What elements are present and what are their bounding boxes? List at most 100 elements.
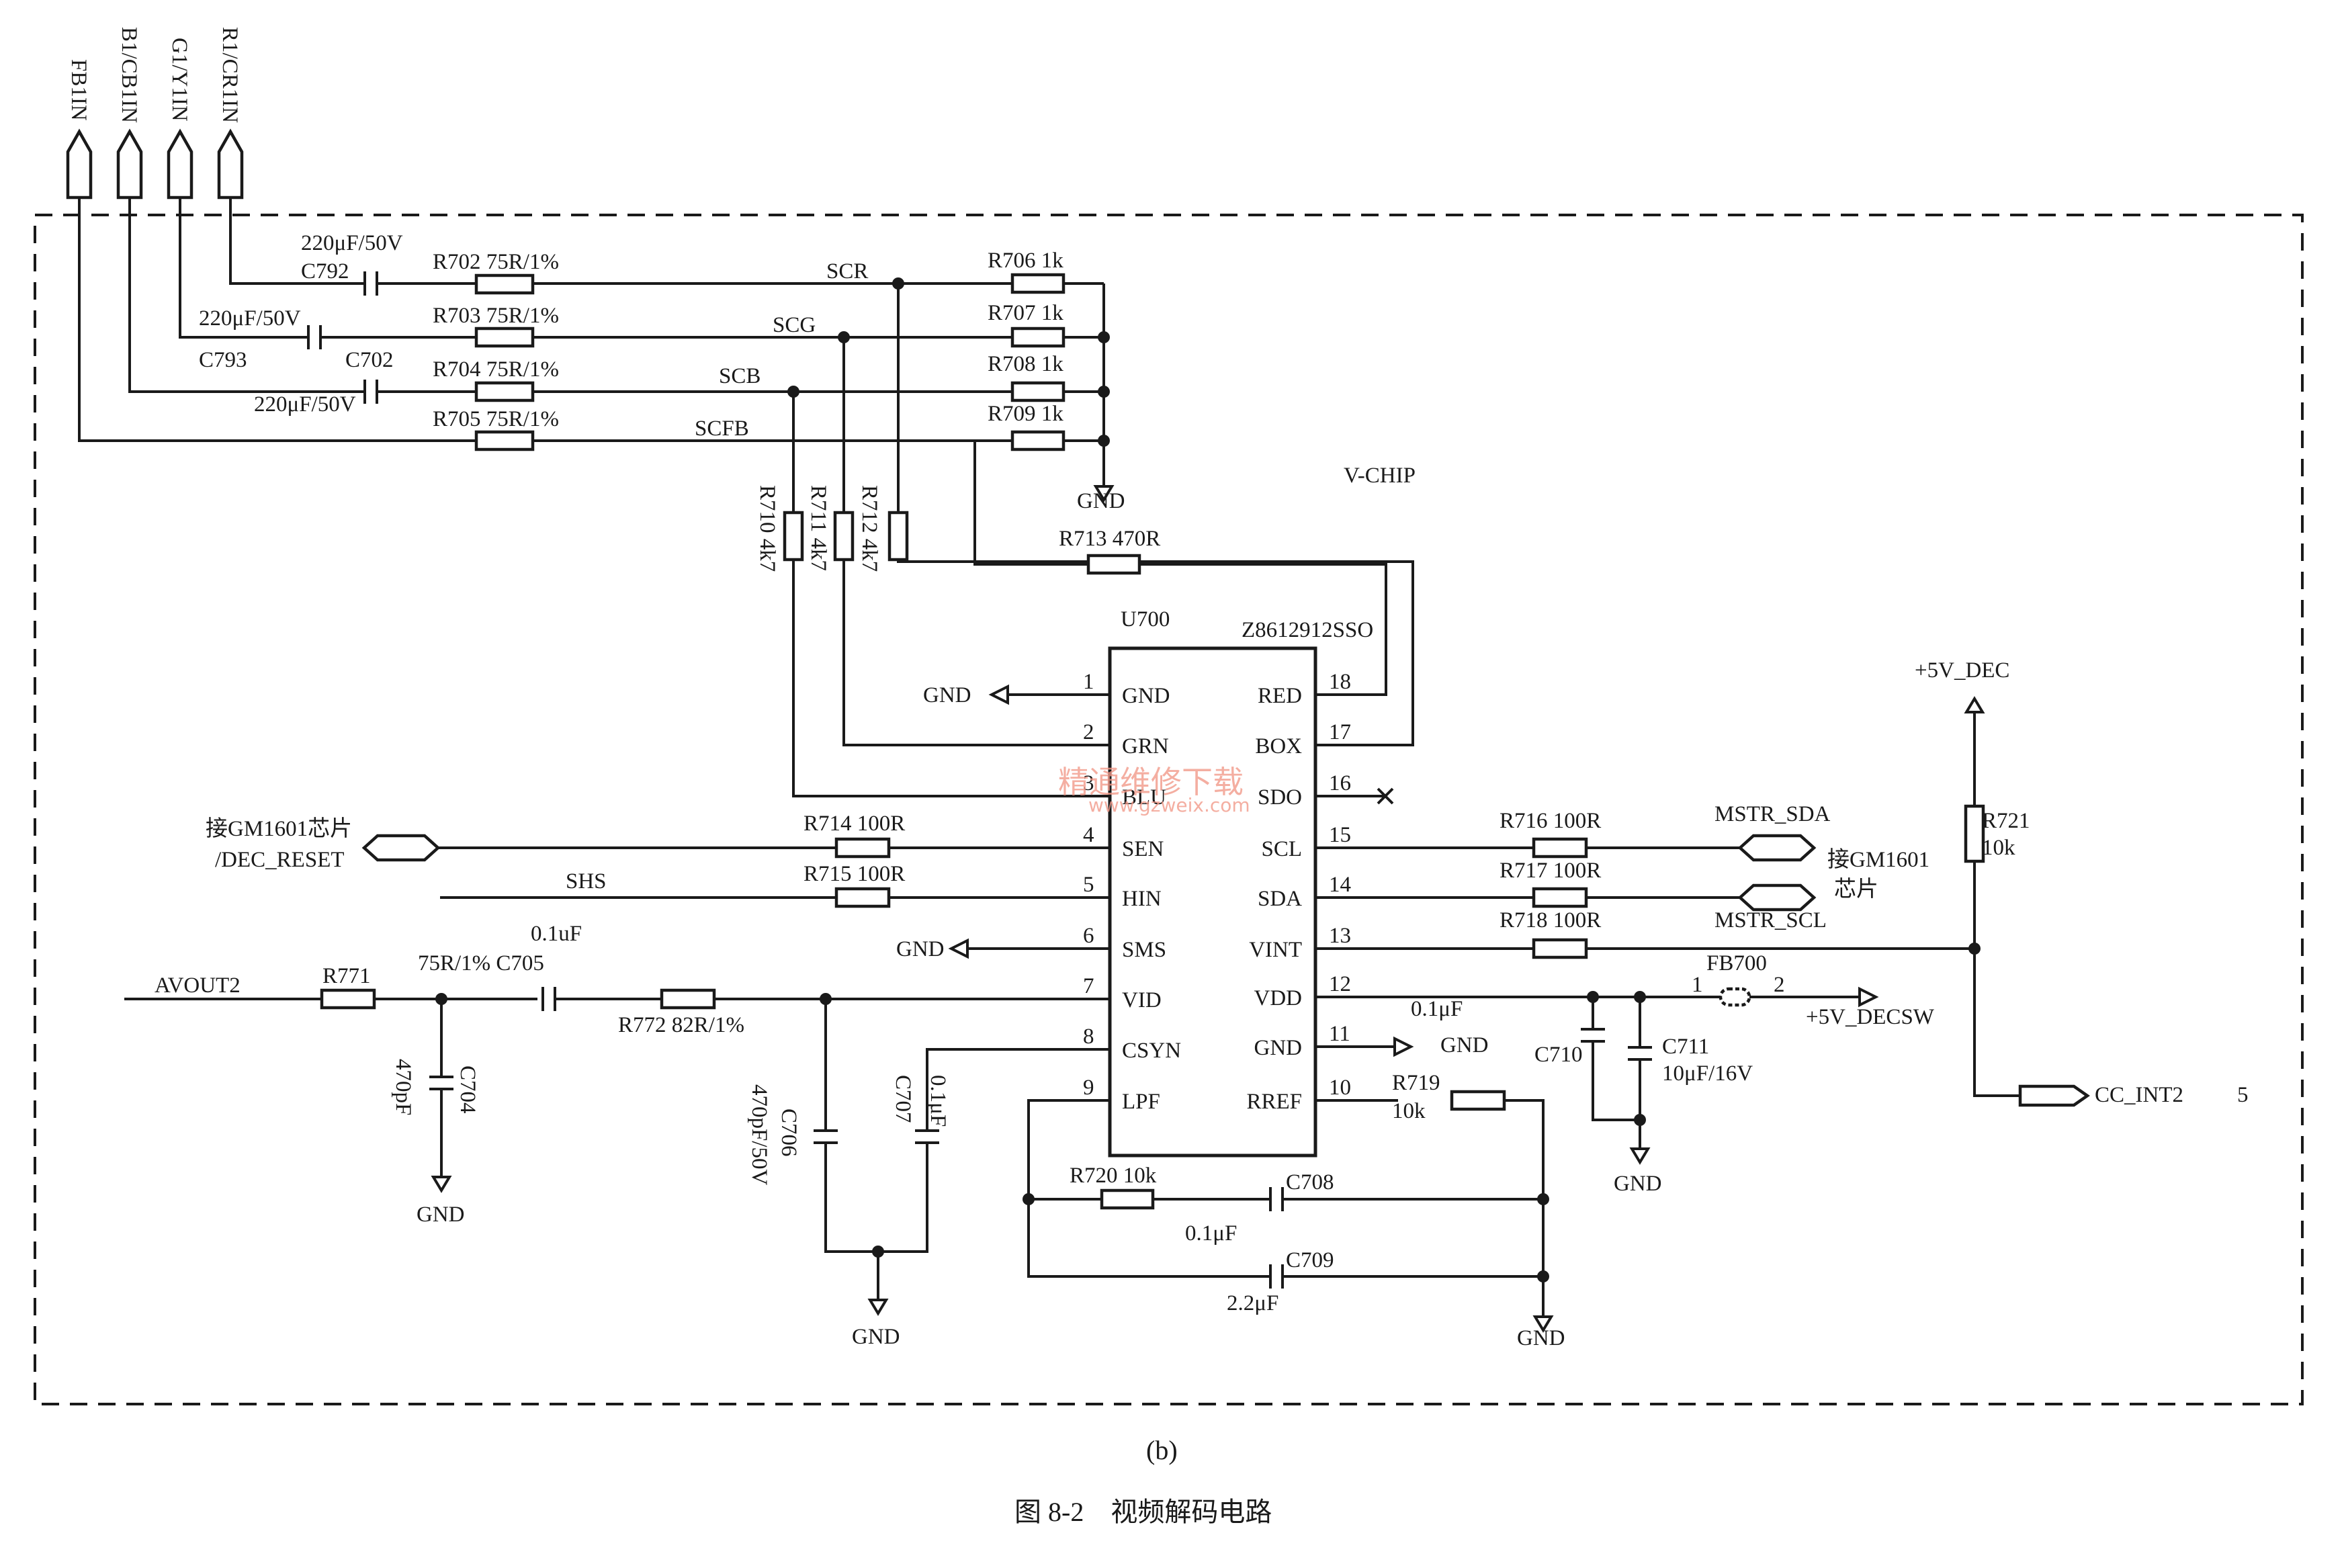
net-shs: SHS — [566, 869, 607, 894]
label-c707-val: 0.1μF — [926, 1075, 950, 1127]
cap-c709 — [1269, 1264, 1284, 1289]
label-c705-ref: 75R/1% C705 — [418, 951, 544, 975]
watermark-url: www.gzweix.com — [1088, 794, 1250, 816]
input-connectors: FB1IN B1/CB1IN G1/Y1IN R1/CR1IN — [66, 27, 244, 200]
label-r721-val: 10k — [1982, 836, 2015, 860]
svg-text:RED: RED — [1258, 684, 1302, 708]
net-gnd-pin1: GND — [923, 683, 971, 707]
gnd-arrow-c711 — [1629, 1147, 1651, 1165]
res-r703 — [474, 326, 535, 348]
label-r712: R712 4k7 — [857, 485, 881, 572]
svg-text:14: 14 — [1329, 873, 1351, 897]
svg-text:RREF: RREF — [1246, 1090, 1302, 1114]
res-r708 — [1010, 381, 1066, 402]
svg-text:HIN: HIN — [1122, 887, 1162, 911]
gnd-arrow-pin6 — [948, 938, 1038, 959]
ferrite-fb700 — [1719, 987, 1751, 1007]
label-r717: R717 100R — [1500, 859, 1601, 883]
svg-text:GND: GND — [1254, 1036, 1303, 1060]
svg-text:SDA: SDA — [1258, 887, 1302, 911]
cap-c702 — [363, 380, 378, 404]
svg-text:4: 4 — [1083, 823, 1094, 847]
gnd-arrow-top — [1093, 474, 1115, 503]
label-c710-val: 0.1μF — [1411, 997, 1463, 1021]
label-r771: R771 — [322, 964, 371, 988]
svg-text:3: 3 — [1083, 771, 1094, 795]
gnd-arrow-pin11 — [1393, 1036, 1414, 1057]
net-gm-note-2: 芯片 — [1834, 877, 1878, 902]
label-c793-ref: C793 — [199, 348, 247, 372]
svg-text:GND: GND — [1122, 684, 1170, 708]
label-r714: R714 100R — [803, 812, 905, 836]
svg-text:10: 10 — [1329, 1076, 1351, 1100]
label-c711-val: 10μF/16V — [1662, 1061, 1753, 1086]
res-r719 — [1450, 1090, 1506, 1111]
net-scg: SCG — [773, 313, 816, 337]
net-dec-reset: /DEC_RESET — [215, 848, 345, 872]
input-r1cr1in: R1/CR1IN — [217, 27, 244, 200]
svg-text:6: 6 — [1083, 924, 1094, 948]
arrow-5v-decsw — [1858, 986, 1879, 1008]
label-r715: R715 100R — [803, 862, 905, 886]
connector-cc-int2 — [2018, 1084, 2090, 1107]
svg-text:18: 18 — [1329, 670, 1351, 694]
label-r716: R716 100R — [1500, 809, 1601, 833]
net-mstr-sda: MSTR_SDA — [1714, 802, 1831, 826]
net-avout2: AVOUT2 — [155, 973, 241, 998]
cap-c707 — [915, 1129, 939, 1144]
label-c705-val: 0.1uF — [531, 922, 582, 946]
label-r708: R708 1k — [988, 352, 1063, 376]
label-c709-val: 2.2μF — [1227, 1291, 1278, 1315]
res-r717 — [1532, 887, 1588, 908]
svg-text:SDO: SDO — [1258, 785, 1302, 810]
board-boundary — [34, 214, 2304, 1405]
input-label-g1y1in: G1/Y1IN — [167, 38, 191, 122]
svg-text:13: 13 — [1329, 924, 1351, 948]
net-labels: SCR SCG SCB SCFB V-CHIP GND GND GND GND … — [155, 259, 2249, 1350]
label-c708-ref: C708 — [1286, 1170, 1334, 1194]
label-fb700: FB700 — [1706, 951, 1767, 975]
label-c711-ref: C711 — [1662, 1035, 1709, 1059]
arrow-5v-dec — [1964, 696, 1985, 713]
res-r714 — [834, 837, 891, 859]
svg-text:9: 9 — [1083, 1076, 1094, 1100]
res-r721 — [1964, 804, 1985, 863]
res-r720 — [1100, 1188, 1155, 1210]
svg-text:SMS: SMS — [1122, 938, 1166, 962]
svg-text:CSYN: CSYN — [1122, 1039, 1181, 1063]
svg-text:1: 1 — [1083, 670, 1094, 694]
svg-text:7: 7 — [1083, 974, 1094, 998]
label-r720: R720 10k — [1070, 1164, 1157, 1188]
label-c708-val: 0.1μF — [1185, 1221, 1237, 1246]
res-r705 — [474, 430, 535, 451]
label-r718: R718 100R — [1500, 908, 1601, 932]
res-r718 — [1532, 938, 1588, 959]
res-r710 — [783, 511, 804, 562]
res-r702 — [474, 273, 535, 295]
net-gnd-c711: GND — [1614, 1172, 1662, 1196]
ic-ref: U700 — [1121, 607, 1170, 631]
resistors — [320, 273, 1985, 1210]
connector-sda — [1737, 883, 1817, 912]
net-scr: SCR — [826, 259, 868, 284]
ic-part: Z8612912SSO — [1242, 618, 1373, 642]
res-r711 — [833, 511, 855, 562]
gnd-arrow-rref — [1532, 1315, 1554, 1333]
input-g1y1in: G1/Y1IN — [167, 38, 193, 200]
connector-dec-reset — [361, 834, 441, 862]
connector-mstr-sda — [1737, 834, 1817, 862]
svg-text:2: 2 — [1083, 720, 1094, 744]
cap-c710 — [1581, 1028, 1605, 1043]
